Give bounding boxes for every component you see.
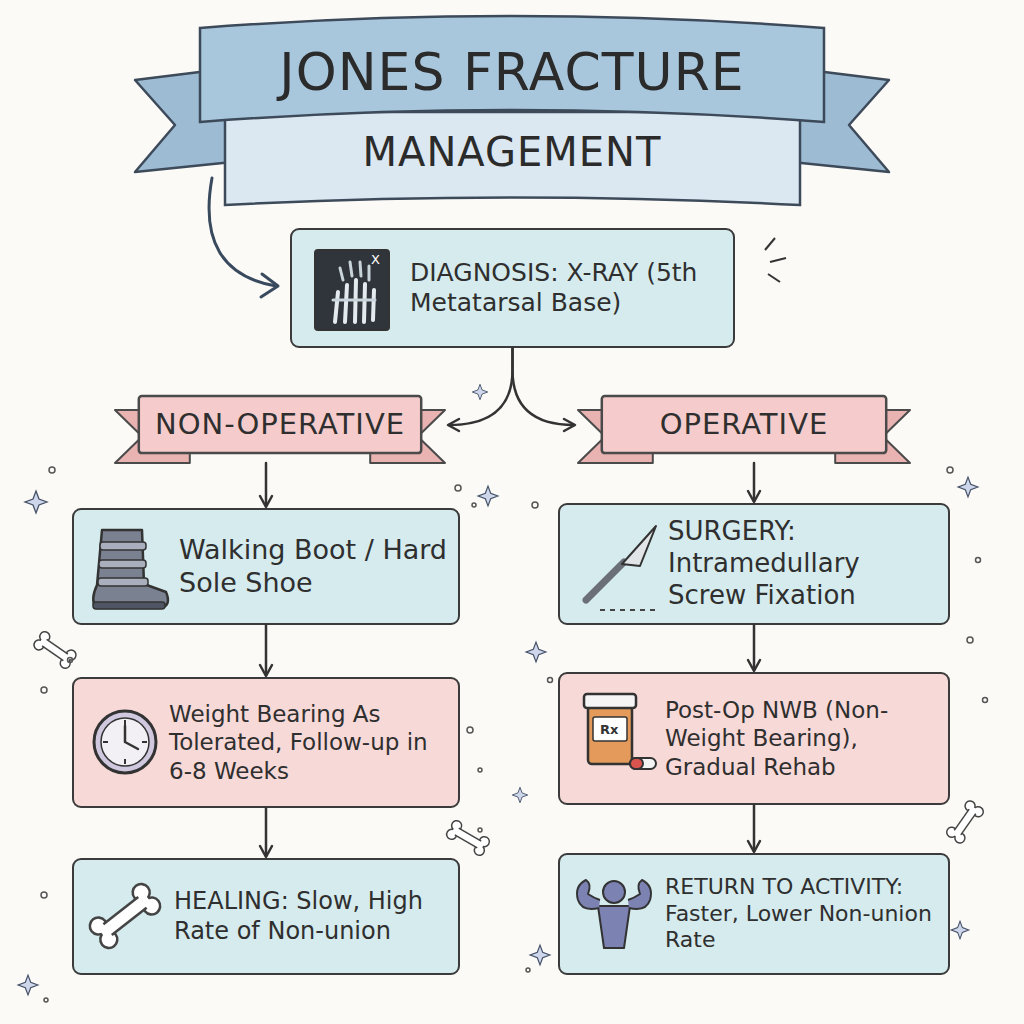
flow-arrow [513,348,575,425]
star [512,787,527,802]
flow-arrow [265,463,268,506]
flow-arrow [753,805,756,851]
sparkle-line [770,258,786,262]
star [958,477,978,497]
title-text: JONES FRACTURE MANAGEMENT [200,32,824,192]
process-box: DIAGNOSIS: X-RAY (5th Metatarsal Base) [290,228,735,348]
pointer-arrow [209,178,276,286]
dot-doodles [41,467,988,1002]
process-box: Walking Boot / Hard Sole Shoe [72,508,460,625]
box-text: SURGERY: Intramedullary Screw Fixation [668,516,938,611]
process-box: Post-Op NWB (Non-Weight Bearing), Gradua… [558,672,950,805]
bone-doodle [945,799,985,845]
icon-label: Rx [600,723,618,736]
star [951,921,969,939]
flow-arrow [265,625,268,675]
banner-text: OPERATIVE [578,395,910,453]
bone-doodle [445,819,491,857]
star [530,945,550,965]
process-box: HEALING: Slow, High Rate of Non-union [72,858,460,975]
star [526,642,546,662]
box-text: Post-Op NWB (Non-Weight Bearing), Gradua… [665,696,940,780]
box-text: DIAGNOSIS: X-RAY (5th Metatarsal Base) [410,258,721,319]
box-text: Weight Bearing As Tolerated, Follow-up i… [169,700,450,784]
sparkle-line [768,274,780,282]
bone-doodle [32,630,78,670]
pointer-arrow-head [261,274,278,297]
flow-arrow [265,808,268,856]
star [18,975,38,995]
process-box: SURGERY: Intramedullary Screw Fixation [558,503,950,625]
flow-arrow [449,348,513,425]
box-text: Walking Boot / Hard Sole Shoe [179,534,448,600]
flow-arrow [753,463,756,501]
box-text: HEALING: Slow, High Rate of Non-union [174,887,448,946]
star [25,491,47,513]
process-box: Weight Bearing As Tolerated, Follow-up i… [72,677,460,808]
box-text: RETURN TO ACTIVITY: Faster, Lower Non-un… [665,874,940,954]
flow-arrow [753,625,756,670]
icon-label: X [371,253,380,266]
star [478,486,498,506]
category-banner: OPERATIVE [578,395,910,463]
banner-text: NON-OPERATIVE [115,395,445,453]
process-box: RETURN TO ACTIVITY: Faster, Lower Non-un… [558,853,950,975]
sparkle-line [765,238,775,250]
category-banner: NON-OPERATIVE [115,395,445,463]
star [472,384,487,399]
